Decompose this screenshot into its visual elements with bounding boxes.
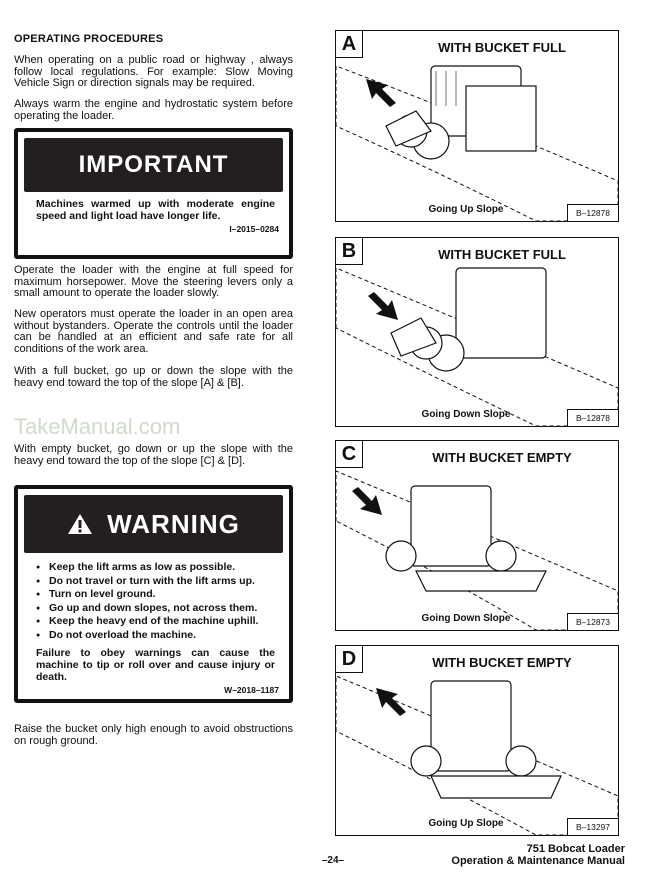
paragraph-full-speed: Operate the loader with the engine at fu…	[14, 264, 293, 299]
figure-title: WITH BUCKET FULL	[438, 40, 566, 55]
figure-d: D WITH BUCKET EMPTY Going Up Slope B–132…	[335, 645, 619, 836]
paragraph-public-road: When operating on a public road or highw…	[14, 54, 293, 89]
figure-c: C WITH BUCKET EMPTY Going Down Slope B–1…	[335, 440, 619, 631]
important-text: Machines warmed up with moderate engine …	[36, 198, 275, 222]
figure-ref: B–13297	[567, 818, 618, 835]
figure-caption: Going Up Slope	[428, 818, 504, 829]
figure-a: A WITH BUCKET FULL Going Up Slope B–1287…	[335, 30, 619, 222]
footer-model: 751 Bobcat Loader	[526, 843, 625, 855]
warning-bullet: Keep the lift arms as low as possible.	[36, 561, 275, 575]
figure-title: WITH BUCKET EMPTY	[432, 655, 572, 670]
paragraph-raise-bucket: Raise the bucket only high enough to avo…	[14, 723, 293, 747]
warning-bullet: Turn on level ground.	[36, 588, 275, 602]
figure-letter: D	[336, 646, 363, 673]
warning-text: Failure to obey warnings can cause the m…	[36, 647, 275, 683]
arrow-icon	[366, 79, 396, 107]
warning-title: WARNING	[107, 509, 240, 539]
loader-illustration	[336, 267, 618, 426]
important-code: I–2015–0284	[229, 224, 279, 234]
paragraph-full-bucket: With a full bucket, go up or down the sl…	[14, 365, 293, 389]
figure-title: WITH BUCKET FULL	[438, 247, 566, 262]
warning-bullet: Go up and down slopes, not across them.	[36, 602, 275, 616]
figure-caption: Going Down Slope	[421, 613, 511, 624]
figure-ref: B–12878	[567, 409, 618, 426]
figure-b: B WITH BUCKET FULL Going Down Slope B–12…	[335, 237, 619, 427]
paragraph-empty-bucket: With empty bucket, go down or up the slo…	[14, 443, 293, 467]
figure-title: WITH BUCKET EMPTY	[432, 450, 572, 465]
watermark: TakeManual.com	[14, 414, 181, 439]
section-heading: OPERATING PROCEDURES	[14, 33, 164, 45]
figure-ref: B–12878	[567, 204, 618, 221]
important-notice: IMPORTANT Machines warmed up with modera…	[14, 128, 293, 259]
warning-bullets: Keep the lift arms as low as possible. D…	[18, 553, 289, 642]
figure-letter: C	[336, 441, 363, 468]
footer-manual: Operation & Maintenance Manual	[451, 855, 625, 867]
figure-caption: Going Up Slope	[428, 204, 504, 215]
figure-ref: B–12873	[567, 613, 618, 630]
loader-illustration	[336, 675, 618, 835]
figure-caption: Going Down Slope	[421, 409, 511, 420]
arrow-icon	[376, 688, 406, 716]
paragraph-warm-engine: Always warm the engine and hydrostatic s…	[14, 98, 293, 122]
figure-letter: B	[336, 238, 363, 265]
arrow-icon	[368, 292, 398, 320]
figure-letter: A	[336, 31, 363, 58]
loader-illustration	[336, 470, 618, 630]
loader-illustration	[336, 65, 618, 221]
warning-bullet: Keep the heavy end of the machine uphill…	[36, 615, 275, 629]
warning-code: W–2018–1187	[224, 685, 279, 695]
warning-banner: WARNING	[24, 495, 283, 553]
warning-bullet: Do not overload the machine.	[36, 629, 275, 643]
paragraph-new-operators: New operators must operate the loader in…	[14, 308, 293, 355]
arrow-icon	[352, 487, 382, 515]
warning-bullet: Do not travel or turn with the lift arms…	[36, 575, 275, 589]
footer-title: 751 Bobcat Loader Operation & Maintenanc…	[451, 843, 625, 867]
warning-triangle-icon	[68, 514, 93, 534]
important-banner: IMPORTANT	[24, 138, 283, 192]
warning-notice: WARNING Keep the lift arms as low as pos…	[14, 485, 293, 703]
page-number: –24–	[321, 855, 345, 866]
